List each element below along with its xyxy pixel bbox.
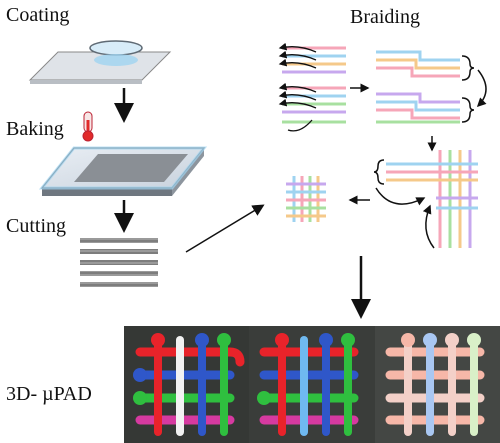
braid-brackets (461, 55, 487, 123)
thermometer-icon (82, 111, 94, 142)
cut-strips (80, 238, 158, 287)
step-baking-label: Baking (6, 118, 64, 140)
braid-stage-3-bracket (373, 159, 435, 249)
result-label: 3D- µPAD (6, 383, 92, 405)
photo-panel (124, 326, 500, 443)
braid-stage-2 (376, 50, 460, 124)
braid-stage-3 (386, 150, 478, 248)
woven-pattern (286, 176, 326, 222)
braid-fold-arrows (278, 42, 317, 132)
step-cutting-label: Cutting (6, 215, 67, 237)
baking-slide (38, 146, 208, 196)
step-coating-label: Coating (6, 4, 70, 26)
braid-stage-1 (282, 46, 346, 124)
step-braiding-label: Braiding (350, 6, 420, 28)
arrow-cutting-to-braiding (185, 204, 265, 253)
photo-device-3 (385, 333, 485, 436)
photo-device-2 (257, 333, 359, 436)
coating-slide (28, 40, 172, 84)
photo-device-1 (133, 333, 245, 436)
